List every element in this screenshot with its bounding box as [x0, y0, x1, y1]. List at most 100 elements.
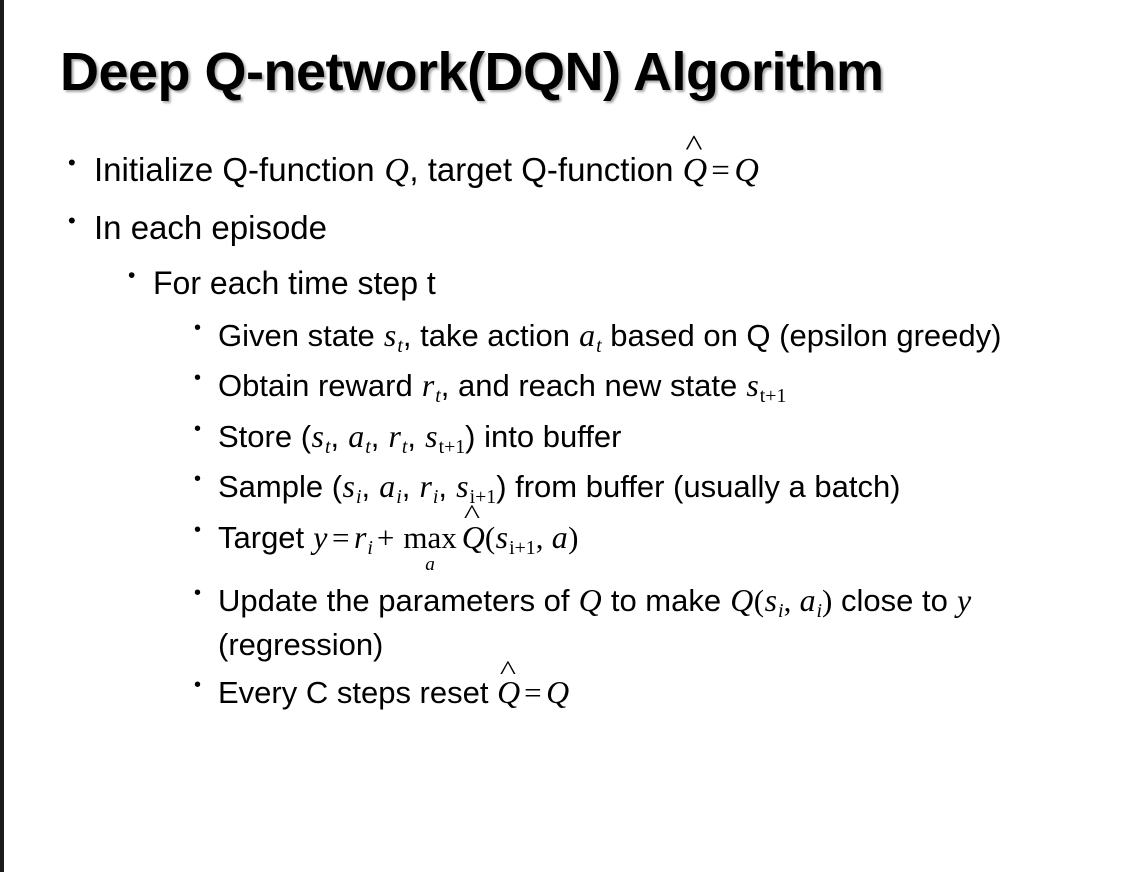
math-subscript: i — [396, 486, 402, 508]
math-var-s: s — [456, 469, 469, 505]
text-run: , take action — [402, 317, 579, 353]
text-run: Initialize Q-function — [94, 151, 384, 188]
math-var-s: s — [495, 519, 509, 555]
math-var-y: y — [313, 519, 328, 555]
list-item-text: Update the parameters of Q to make Q(si,… — [218, 580, 1098, 666]
list-item: • Given state st, take action at based o… — [4, 315, 1124, 360]
list-item-text: Every C steps reset Q=Q — [218, 672, 570, 715]
subscript-text: t — [401, 435, 408, 458]
math-subscript: i — [778, 600, 784, 622]
math-var-a: a — [579, 317, 596, 353]
math-var-r: r — [419, 469, 432, 505]
text-run: Update the parameters of — [218, 582, 579, 618]
math-var-s: s — [383, 317, 397, 353]
list-item: • Sample (si, ai, ri, si+1) from buffer … — [4, 466, 1124, 511]
max-limit-variable: a — [425, 554, 435, 576]
text-run: ) into buffer — [465, 418, 622, 454]
math-var-s: s — [342, 469, 355, 505]
text-run: , — [370, 418, 388, 454]
math-subscript: t — [324, 435, 331, 458]
math-paren-close: ) — [822, 582, 833, 618]
subscript-text: t+1 — [759, 385, 787, 408]
text-run: , and reach new state — [440, 368, 746, 404]
math-var-a: a — [551, 519, 568, 555]
algorithm-bullet-list: • Initialize Q-function Q, target Q-func… — [4, 148, 1124, 721]
list-item-text: Given state st, take action at based on … — [218, 315, 1001, 360]
math-plus: + — [376, 519, 395, 555]
math-var-qhat: Q — [683, 148, 708, 194]
subscript-text: i — [367, 536, 373, 559]
math-equals: = — [331, 519, 350, 555]
text-run: Store ( — [218, 418, 312, 454]
text-run: Target — [218, 519, 313, 555]
math-subscript: t — [596, 335, 602, 357]
text-run: , — [361, 469, 379, 505]
math-var-a: a — [348, 418, 365, 454]
math-var-s: s — [425, 418, 438, 454]
math-var-a: a — [799, 582, 816, 618]
math-var-qhat: Q — [497, 672, 520, 715]
subscript-text: i — [778, 599, 784, 622]
math-comma: , — [535, 519, 552, 555]
list-item: • Target y=ri+maxaQ(si+1, a) — [4, 517, 1124, 575]
bullet-glyph: • — [194, 581, 202, 604]
list-item-text: Store (st, at, rt, st+1) into buffer — [218, 416, 621, 461]
subscript-text: i — [816, 599, 823, 622]
subscript-text: t — [397, 334, 403, 357]
text-run: Sample ( — [218, 469, 343, 505]
bullet-glyph: • — [128, 263, 136, 287]
math-paren-open: ( — [753, 582, 765, 618]
subscript-text: i — [396, 486, 402, 509]
text-run: Given state — [218, 317, 384, 353]
math-subscript: i — [432, 486, 439, 509]
list-item-text: Obtain reward rt, and reach new state st… — [218, 365, 786, 410]
math-subscript: t+1 — [759, 385, 787, 408]
math-subscript: t — [365, 436, 371, 458]
bullet-glyph: • — [194, 468, 202, 491]
subscript-text: i+1 — [509, 536, 536, 559]
bullet-glyph: • — [194, 518, 202, 541]
text-run: Every C steps reset — [218, 674, 498, 710]
list-item: • Store (st, at, rt, st+1) into buffer — [4, 416, 1124, 461]
text-run: (regression) — [218, 627, 384, 663]
list-item-text: Initialize Q-function Q, target Q-functi… — [94, 148, 759, 194]
math-var-r: r — [353, 519, 367, 555]
list-item: • For each time step t — [4, 262, 1124, 305]
max-label: max — [403, 520, 457, 556]
subscript-text: t — [365, 435, 371, 458]
math-comma: , — [783, 582, 800, 618]
text-run: , target Q-function — [409, 151, 683, 188]
text-run: ) from buffer (usually a batch) — [496, 469, 901, 505]
text-run: to make — [602, 582, 730, 618]
subscript-text: t — [324, 435, 331, 458]
math-var-q: Q — [734, 152, 759, 189]
math-var-q: Q — [546, 674, 570, 710]
list-item-text: For each time step t — [153, 264, 436, 301]
math-subscript: i — [816, 599, 823, 622]
subscript-text: i — [432, 486, 439, 509]
subscript-text: t — [596, 334, 602, 357]
page-title: Deep Q-network(DQN) Algorithm — [60, 42, 884, 102]
subscript-text: i — [355, 486, 362, 509]
bullet-glyph: • — [68, 207, 76, 233]
text-run: based on Q (epsilon greedy) — [601, 317, 1002, 353]
text-run: , — [407, 418, 425, 454]
text-run: Obtain reward — [218, 368, 422, 404]
subscript-text: t — [435, 385, 441, 408]
list-item: • Obtain reward rt, and reach new state … — [4, 365, 1124, 410]
math-subscript: t — [435, 385, 441, 407]
math-var-s: s — [746, 368, 759, 404]
text-run: , — [438, 469, 456, 505]
bullet-glyph: • — [194, 367, 202, 390]
math-equals: = — [524, 674, 542, 710]
list-item: • Initialize Q-function Q, target Q-func… — [4, 148, 1124, 194]
math-var-s: s — [764, 582, 778, 618]
bullet-glyph: • — [194, 417, 202, 440]
math-equals: = — [711, 153, 730, 189]
list-item: • Update the parameters of Q to make Q(s… — [4, 580, 1124, 666]
math-var-r: r — [421, 368, 435, 404]
list-item-text: Target y=ri+maxaQ(si+1, a) — [218, 517, 578, 575]
math-var-q: Q — [578, 582, 602, 618]
